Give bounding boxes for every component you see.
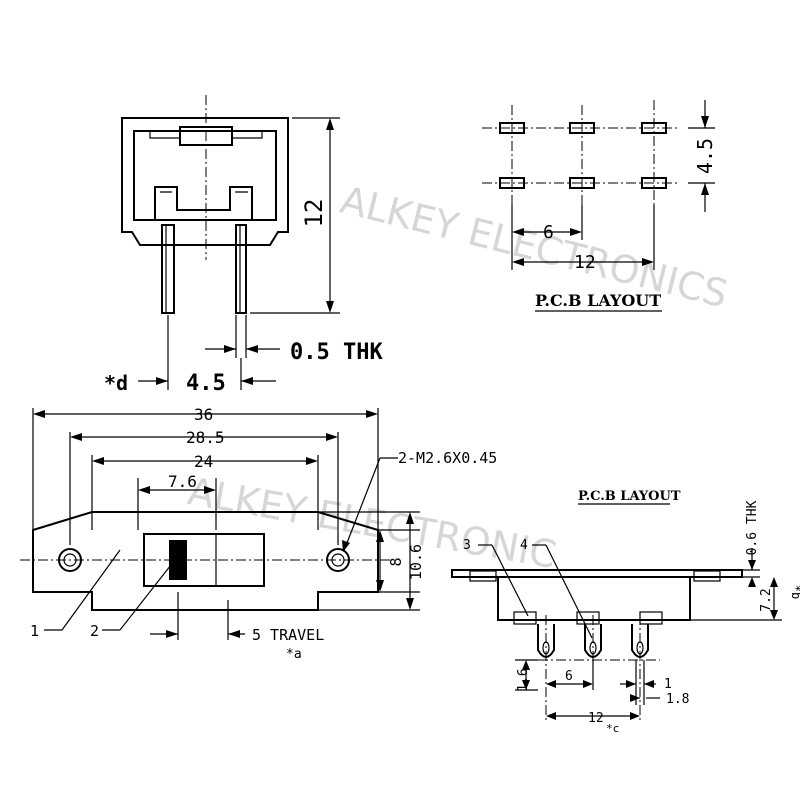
travel-note-a: *a [286,647,302,662]
pcb-layout-top: 4.5 6 12 P.C.B LAYOUT [482,100,717,312]
slider-knob [169,540,187,580]
body-length-24: 24 [194,452,213,471]
knob-width-7-6: 7.6 [168,472,197,491]
pitch-x-6: 6 [543,222,554,243]
pin-length-1-6: 1.6 [516,668,531,691]
callout-3: 3 [463,538,471,553]
plate-thickness: 0.6 THK [745,500,760,555]
hole-spacing-28-5: 28.5 [186,428,225,447]
watermark: ALKEY ELECTRONICS ALKEY ELECTRONIC [185,178,732,578]
travel-label: 5 TRAVEL [252,626,324,644]
slot-length-1-8: 1.8 [666,692,689,707]
body-width-8: 8 [387,557,405,566]
span-note-c: *c [606,722,619,735]
height-7-2: 7.2 [759,588,774,611]
pitch-6-bottom: 6 [565,669,573,684]
pcb-layout-title-bottom: P.C.B LAYOUT [578,489,681,504]
watermark-text-2: ALKEY ELECTRONIC [185,469,560,577]
pcb-pad [641,122,667,134]
pcb-pad [499,122,525,134]
pin-note-d: *d [104,371,128,395]
side-view: 12 0.5 THK 4.5 *d [104,95,383,396]
span-12-bottom: 12 [588,711,604,726]
pcb-layout-bottom: P.C.B LAYOUT 0.6 THK [451,489,800,735]
overall-width-10-6: 10.6 [407,544,425,580]
slider-slot [143,533,265,587]
pitch-y-4-5: 4.5 [693,138,717,174]
callout-1: 1 [30,622,39,640]
pcb-pad [569,177,595,189]
callout-2: 2 [90,622,99,640]
mounting-plate [451,569,743,578]
overall-length-36: 36 [194,405,213,424]
pcb-pad [569,122,595,134]
pcb-pad [641,177,667,189]
slot-width-1: 1 [664,677,672,692]
screw-note: 2-M2.6X0.45 [398,449,497,467]
height-dim-12: 12 [300,199,328,228]
callout-4: 4 [520,538,528,553]
top-view: 36 28.5 24 7.6 [20,405,497,662]
switch-body [32,511,379,611]
pcb-pad [499,177,525,189]
height-note-b: *b [789,585,800,599]
pcb-layout-title-top: P.C.B LAYOUT [535,291,661,310]
thickness-label: 0.5 THK [290,340,383,365]
pitch-dim-4-5: 4.5 [186,371,226,396]
switch-housing [497,577,691,621]
span-x-12: 12 [574,252,596,273]
